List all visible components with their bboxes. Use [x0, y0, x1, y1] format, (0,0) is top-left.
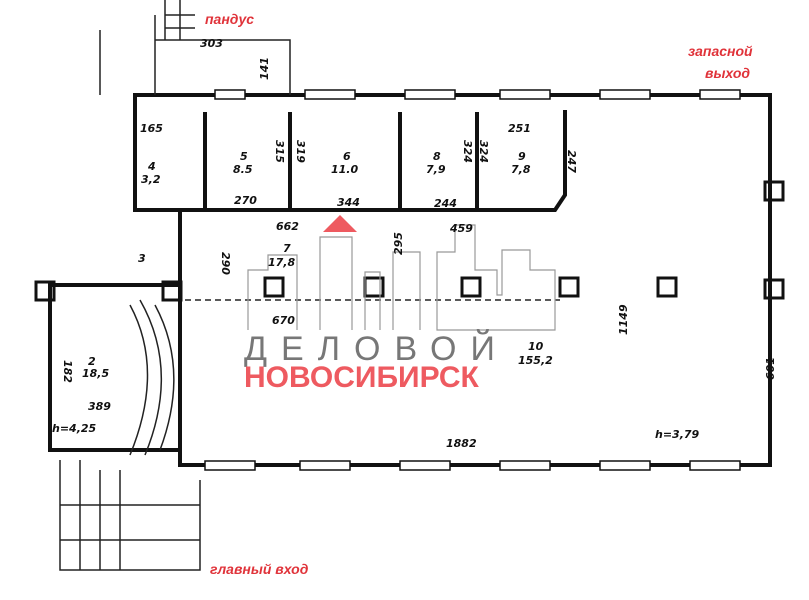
dimension-label: 141: [258, 57, 271, 80]
dimension-label: 247: [565, 150, 578, 173]
dimension-label: 670: [272, 314, 295, 327]
logo-line2: НОВОСИБИРСК: [244, 361, 480, 394]
room-label: 5: [240, 150, 248, 163]
dimension-label: h=4,25: [52, 422, 97, 435]
dimension-label: 344: [337, 196, 360, 209]
dimension-label: 662: [276, 220, 299, 233]
room-label: 155,2: [518, 354, 553, 367]
room-label: 4: [147, 160, 156, 173]
room-label: 10: [528, 340, 544, 353]
dimension-label: 459: [449, 222, 473, 235]
dimension-label: 182: [61, 360, 74, 383]
logo-line1: ДЕЛОВОЙ: [244, 330, 509, 368]
logo-triangle: [323, 215, 357, 232]
columns: [34, 180, 785, 302]
room-label: 2: [88, 355, 96, 368]
walls: [48, 0, 772, 571]
dimension-label: 295: [392, 232, 405, 255]
room-label: 11.0: [331, 163, 358, 176]
dimension-label: 244: [434, 197, 457, 210]
dimension-label: 165: [140, 122, 163, 135]
exit-label-1: запасной: [688, 43, 753, 59]
room-label: 7,8: [511, 163, 531, 176]
dimension-label: 303: [200, 37, 223, 50]
room-label: 7,9: [426, 163, 446, 176]
dimension-label: 290: [219, 252, 232, 275]
windows: [204, 89, 741, 471]
dimension-label: 319: [294, 140, 307, 163]
dimension-label: 1149: [617, 304, 630, 335]
room-label: 3,2: [141, 173, 161, 186]
dimension-label: 324: [477, 140, 490, 163]
room-label: 9: [518, 150, 526, 163]
skyline-outline: [247, 224, 556, 331]
room-label: 3: [138, 252, 146, 265]
dimension-label: 324: [461, 140, 474, 163]
dimension-label: h=3,79: [655, 428, 700, 441]
room-label: 17,8: [268, 256, 295, 269]
room-label: 8.5: [233, 163, 253, 176]
dimension-label: 389: [88, 400, 111, 413]
room-label: 6: [343, 150, 351, 163]
logo: ДЕЛОВОЙ НОВОСИБИРСК: [244, 215, 556, 394]
dimension-label: 601: [764, 357, 777, 380]
dimension-label: 251: [508, 122, 531, 135]
entrance-label: главный вход: [210, 561, 309, 577]
room-label: 8: [433, 150, 441, 163]
dimension-labels: 303 141 165 315 319 324 324 251 247 270 …: [52, 37, 777, 450]
room-label: 7: [283, 242, 291, 255]
room-label: 18,5: [82, 367, 109, 380]
room-labels: 218,5 3 43,2 58.5 611.0 717,8 87,9 97,8 …: [82, 150, 553, 380]
exit-label-2: выход: [705, 65, 750, 81]
ramp-label: пандус: [205, 11, 254, 27]
dimension-label: 315: [273, 140, 286, 163]
dimension-label: 270: [234, 194, 257, 207]
dimension-label: 1882: [446, 437, 477, 450]
